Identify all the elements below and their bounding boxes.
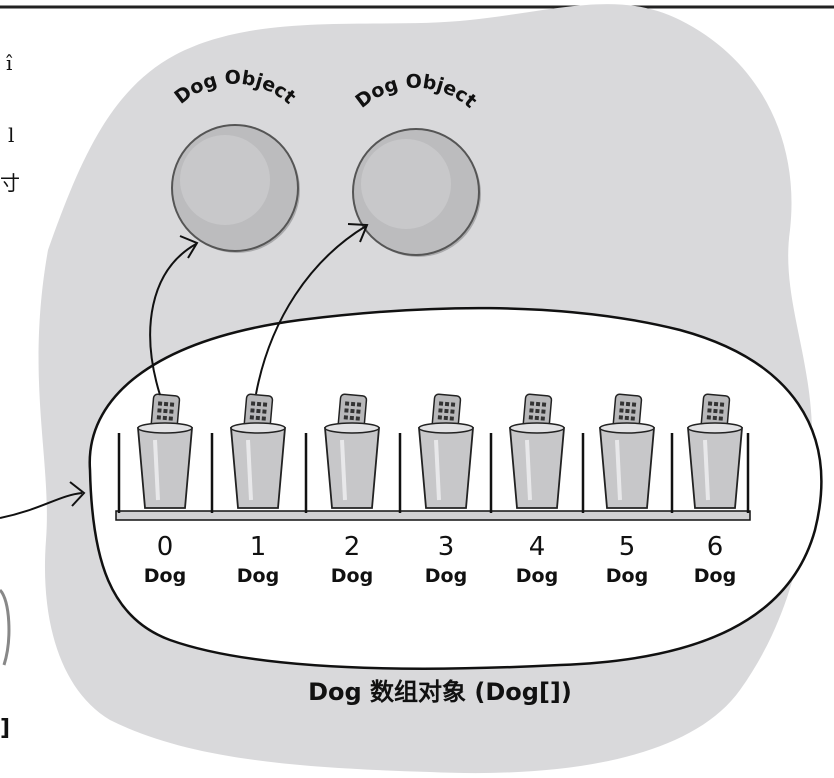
slot-type-label: Dog xyxy=(331,565,373,587)
array-shelf-base xyxy=(115,510,751,521)
slot-index: 3 xyxy=(438,532,455,562)
slot-index: 5 xyxy=(619,532,636,562)
margin-fragment-1: î xyxy=(6,51,13,75)
cup-icon xyxy=(230,422,286,509)
ref-arrow-slot-0 xyxy=(149,243,197,396)
slot-index: 0 xyxy=(157,532,174,562)
margin-fragment-4: ] xyxy=(0,716,10,741)
cup-icon xyxy=(418,422,474,509)
slot-index: 6 xyxy=(707,532,724,562)
slot-type-label: Dog xyxy=(425,565,467,587)
margin-object-fragment xyxy=(0,588,11,666)
slot-type-label: Dog xyxy=(144,565,186,587)
cup-icon xyxy=(687,422,743,509)
cup-icon xyxy=(324,422,380,509)
slot-index: 2 xyxy=(344,532,361,562)
slot-type-label: Dog xyxy=(694,565,736,587)
slot-type-label: Dog xyxy=(516,565,558,587)
ref-arrow-slot-1-head xyxy=(347,223,369,243)
dog-object-highlight xyxy=(361,139,451,229)
cup-icon xyxy=(509,422,565,509)
dog-object-highlight xyxy=(180,135,270,225)
reference-arrow-head xyxy=(69,481,86,507)
ref-arrow-slot-0-head xyxy=(179,235,199,259)
cup-icon xyxy=(137,422,193,509)
slot-index: 4 xyxy=(529,532,546,562)
slot-type-label: Dog xyxy=(237,565,279,587)
margin-fragment-3: 寸 xyxy=(0,171,20,195)
reference-arrow xyxy=(0,492,83,519)
cup-icon xyxy=(599,422,655,509)
array-caption: Dog 数组对象 (Dog[]) xyxy=(308,678,572,706)
margin-fragment-2: l xyxy=(8,123,14,147)
slot-index: 1 xyxy=(250,532,267,562)
ref-arrow-slot-1 xyxy=(255,225,367,395)
dog-object-1: Dog Object xyxy=(351,71,481,257)
slot-type-label: Dog xyxy=(606,565,648,587)
